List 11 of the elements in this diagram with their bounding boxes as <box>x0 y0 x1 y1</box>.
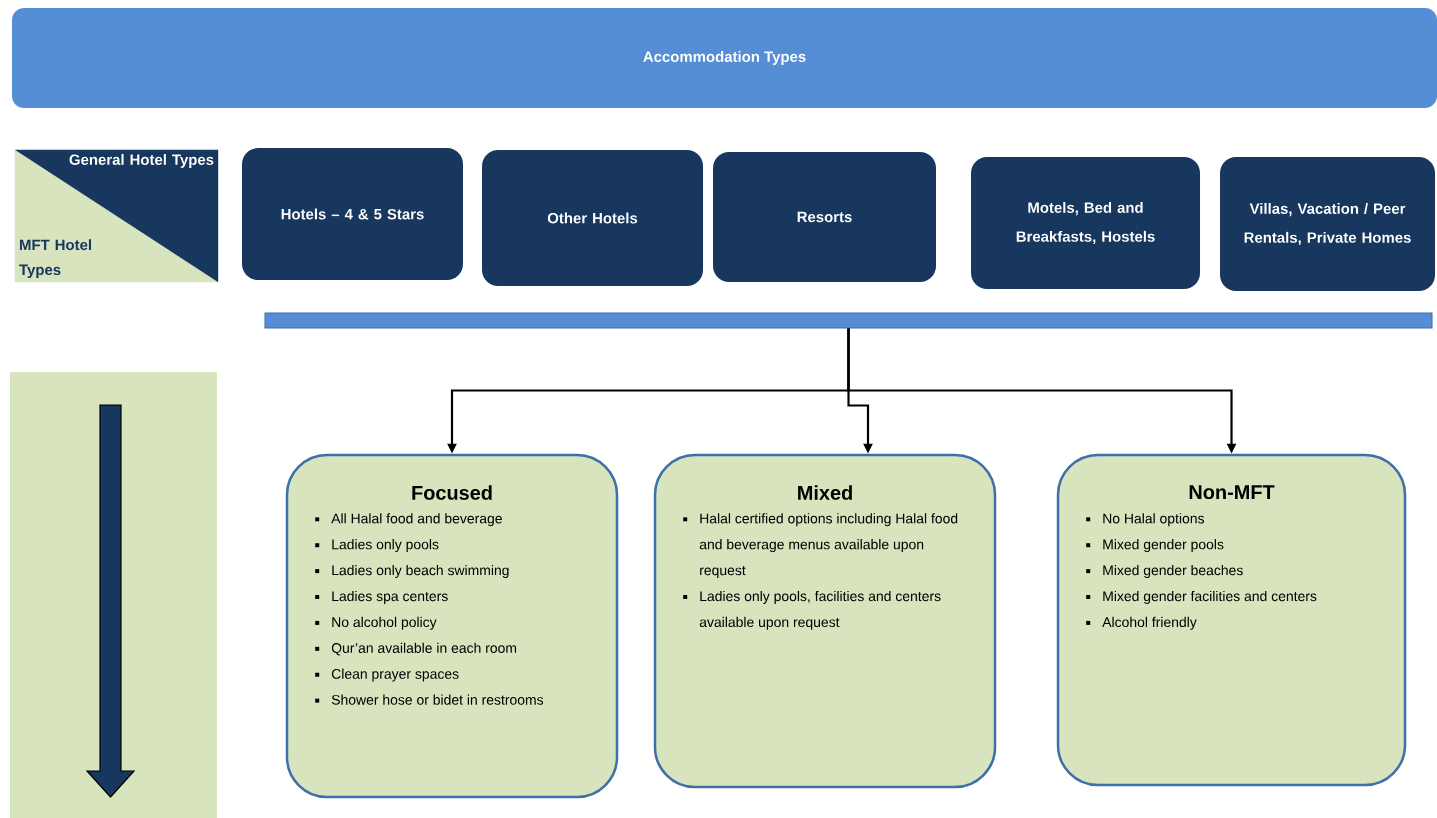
type-card: Focused All Halal food and beverage Ladies only pools Ladies only beach swimming Ladies spa centers No alcohol policy Qur’an available in each room Clean prayer spaces Shower hose or bidet in restrooms <box>285 453 619 799</box>
header-band: Accommodation Types <box>12 8 1437 108</box>
category-box: Other Hotels <box>482 150 703 286</box>
type-card: Non-MFT No Halal options Mixed gender pools Mixed gender beaches Mixed gender facilities and centers Alcohol friendly <box>1056 453 1407 787</box>
category-box: Resorts <box>713 152 936 282</box>
category-box: Hotels – 4 & 5 Stars <box>242 148 463 280</box>
category-box: Villas, Vacation / Peer Rentals, Private Homes <box>1220 157 1435 291</box>
type-card: Mixed Halal certified options including Halal food and beverage menus available upon request Ladies only pools, facilities and centers available upon request <box>653 453 997 789</box>
connector-bar <box>264 312 1433 329</box>
category-box: Motels, Bed and Breakfasts, Hostels <box>971 157 1200 289</box>
split-header-cell: General Hotel Types MFT Hotel Types <box>14 149 219 283</box>
